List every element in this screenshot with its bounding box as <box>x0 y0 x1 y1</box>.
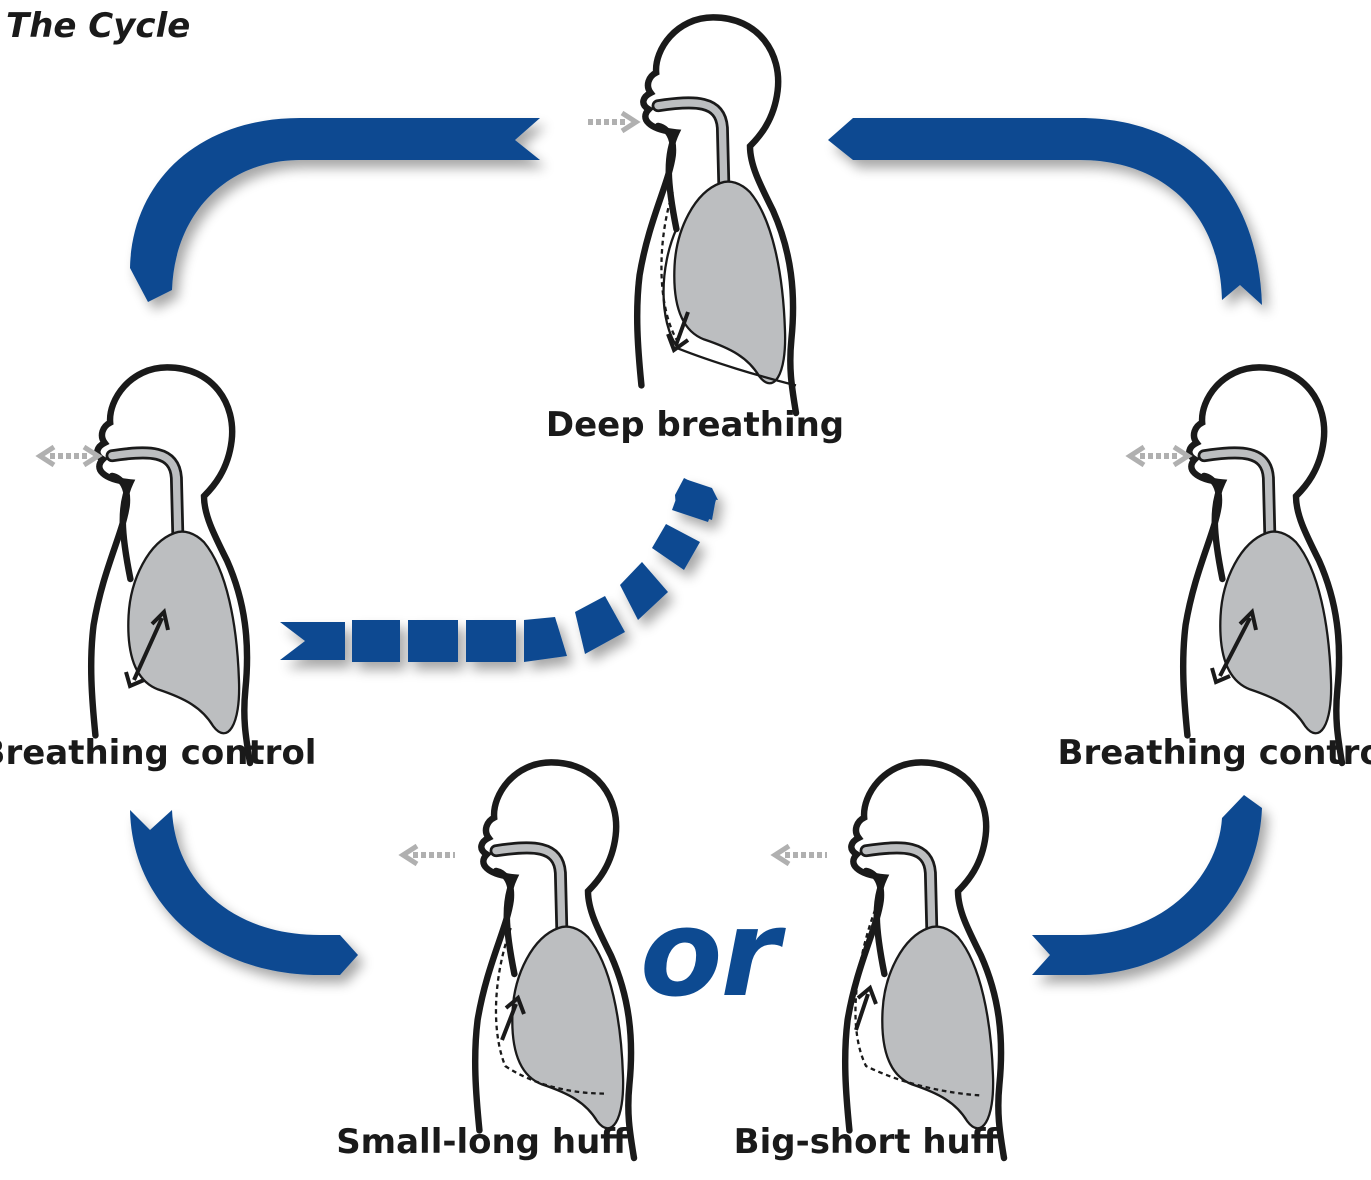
label-deep-breathing: Deep breathing <box>546 405 844 445</box>
arrow-deep-to-right <box>828 118 1262 305</box>
arrow-left-to-huff <box>130 810 358 975</box>
arrow-right-to-huff <box>1032 795 1262 975</box>
label-breathing-control-right: Breathing control <box>1058 733 1371 773</box>
label-breathing-control-left: Breathing control <box>0 733 316 773</box>
or-connector: or <box>640 885 778 1024</box>
air-in-out-arrow-icon <box>1130 447 1188 465</box>
air-in-out-arrow-icon <box>40 447 98 465</box>
label-big-short-huff: Big-short huff <box>734 1122 999 1162</box>
air-out-arrow-icon <box>775 846 827 864</box>
diaphragm-down-arrow-icon <box>668 312 688 350</box>
label-small-long-huff: Small-long huff <box>336 1122 628 1162</box>
figure-breathing-control-right <box>1130 367 1342 763</box>
arrow-huff-to-deep <box>280 478 718 662</box>
air-in-arrow-icon <box>588 113 636 131</box>
figure-small-long-huff <box>403 762 634 1158</box>
figure-deep-breathing <box>588 17 796 413</box>
figure-breathing-control-left <box>40 367 250 763</box>
figure-big-short-huff <box>775 762 1004 1158</box>
diaphragm-up-arrow-icon <box>856 988 876 1030</box>
air-out-arrow-icon <box>403 846 455 864</box>
arrow-deep-to-left <box>130 118 540 302</box>
